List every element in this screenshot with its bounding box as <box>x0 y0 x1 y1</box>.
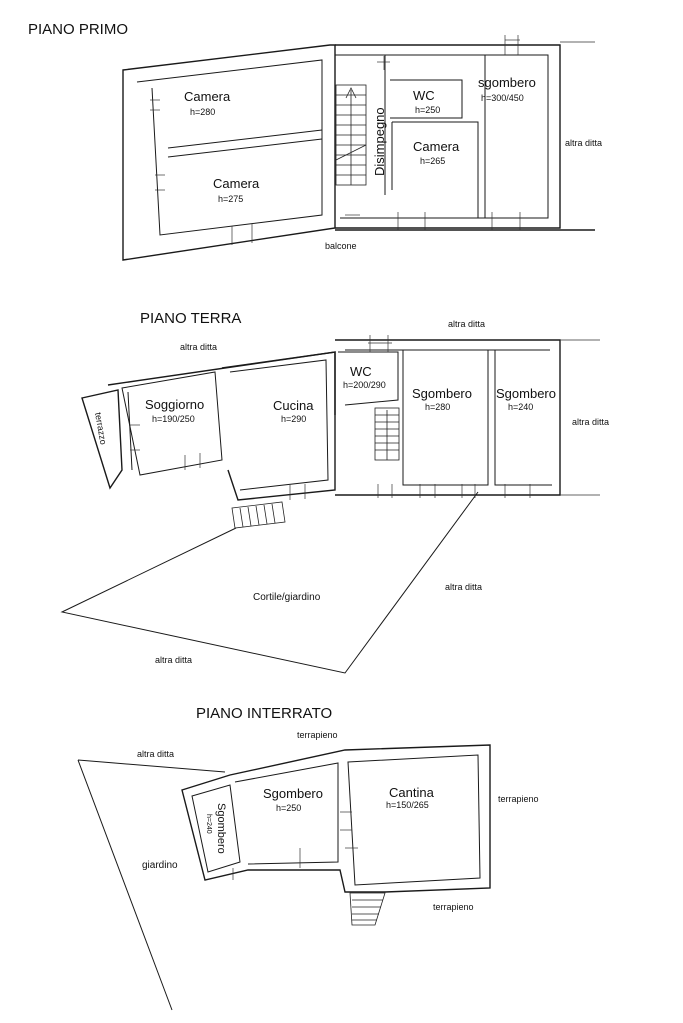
terra-room-wc-name: WC <box>350 364 372 379</box>
primo-room-sgombero-height: h=300/450 <box>481 93 524 103</box>
terra-room-cucina-name: Cucina <box>273 398 314 413</box>
interrato-label-terrapieno-top: terrapieno <box>297 730 338 740</box>
primo-inner-wall-left <box>136 59 323 236</box>
interrato-label-terrapieno-bottom: terrapieno <box>433 902 474 912</box>
terra-room-sgombero-2-name: Sgombero <box>496 386 556 401</box>
terra-label-altra-ditta-right: altra ditta <box>572 417 609 427</box>
terra-room-sgombero-1-height: h=280 <box>425 402 450 412</box>
primo-outer-wall-right <box>335 44 561 229</box>
interrato-outer-wall <box>181 744 491 893</box>
piano-interrato-plan: PIANO INTERRATO Sgombero h=240 Sgombero … <box>77 705 539 1011</box>
interrato-room-sgombero-height: h=250 <box>276 803 301 813</box>
terra-room-sgombero-2-height: h=240 <box>508 402 533 412</box>
terra-cortile-outline <box>60 491 479 674</box>
primo-label-balcone: balcone <box>325 241 357 251</box>
primo-room-wc-name: WC <box>413 88 435 103</box>
terra-room-cucina-height: h=290 <box>281 414 306 424</box>
terra-label-altra-ditta-top: altra ditta <box>448 319 485 329</box>
primo-room-camera-2-height: h=275 <box>218 194 243 204</box>
interrato-label-terrapieno-right: terrapieno <box>498 794 539 804</box>
piano-primo-plan: PIANO PRIMO <box>28 21 602 261</box>
primo-room-wc-height: h=250 <box>415 105 440 115</box>
terra-wc-walls <box>338 351 399 406</box>
interrato-sgombero-small-walls <box>191 784 241 873</box>
terra-sgombero-1-walls <box>402 350 489 486</box>
interrato-cantina-walls <box>347 754 481 886</box>
terra-room-soggiorno-height: h=190/250 <box>152 414 195 424</box>
piano-terra-title: PIANO TERRA <box>140 310 241 327</box>
terra-sgombero-2-walls <box>494 350 552 486</box>
piano-interrato-title: PIANO INTERRATO <box>196 705 332 722</box>
interrato-room-sgombero-small-name: Sgombero <box>215 803 227 854</box>
interrato-room-sgombero-small-height: h=240 <box>205 814 212 834</box>
terra-label-altra-ditta-left: altra ditta <box>180 342 217 352</box>
primo-room-camera-1-name: Camera <box>184 89 231 104</box>
primo-label-altra-ditta: altra ditta <box>565 138 602 148</box>
primo-room-camera-3-height: h=265 <box>420 156 445 166</box>
primo-divider-camere <box>167 129 323 149</box>
interrato-steps <box>349 892 386 926</box>
interrato-room-cantina-height: h=150/265 <box>386 800 429 810</box>
terra-label-cortile: Cortile/giardino <box>253 592 321 603</box>
primo-room-camera-2-name: Camera <box>213 176 260 191</box>
primo-camera-right-walls <box>392 121 479 218</box>
terra-label-altra-ditta-yard: altra ditta <box>445 582 482 592</box>
primo-inner-wall-right <box>335 54 549 219</box>
terra-terrazzo-outline <box>81 389 123 490</box>
terra-label-altra-ditta-bottom: altra ditta <box>155 655 192 665</box>
interrato-label-giardino: giardino <box>142 860 178 871</box>
primo-divider-camere-2 <box>167 138 323 158</box>
primo-room-camera-1-height: h=280 <box>190 107 215 117</box>
primo-outer-wall-left <box>122 44 336 261</box>
primo-wc-walls <box>390 79 463 119</box>
terra-soggiorno-walls <box>121 371 223 476</box>
interrato-room-sgombero-name: Sgombero <box>263 786 323 801</box>
interrato-room-cantina-name: Cantina <box>389 785 435 800</box>
interrato-giardino-boundary <box>77 759 226 1011</box>
terra-room-sgombero-1-name: Sgombero <box>412 386 472 401</box>
terra-outer-wall-right <box>335 339 561 496</box>
interrato-sgombero-walls <box>234 762 339 865</box>
primo-room-camera-3-name: Camera <box>413 139 460 154</box>
piano-primo-title: PIANO PRIMO <box>28 21 128 38</box>
terra-room-wc-height: h=200/290 <box>343 380 386 390</box>
primo-room-sgombero-name: sgombero <box>478 75 536 90</box>
terra-cucina-walls <box>221 351 336 501</box>
terra-outdoor-steps <box>231 501 286 529</box>
primo-room-disimpegno-name: Disimpegno <box>372 107 387 176</box>
interrato-label-altra-ditta: altra ditta <box>137 749 174 759</box>
terra-room-soggiorno-name: Soggiorno <box>145 397 204 412</box>
piano-terra-plan: PIANO TERRA <box>60 310 609 674</box>
